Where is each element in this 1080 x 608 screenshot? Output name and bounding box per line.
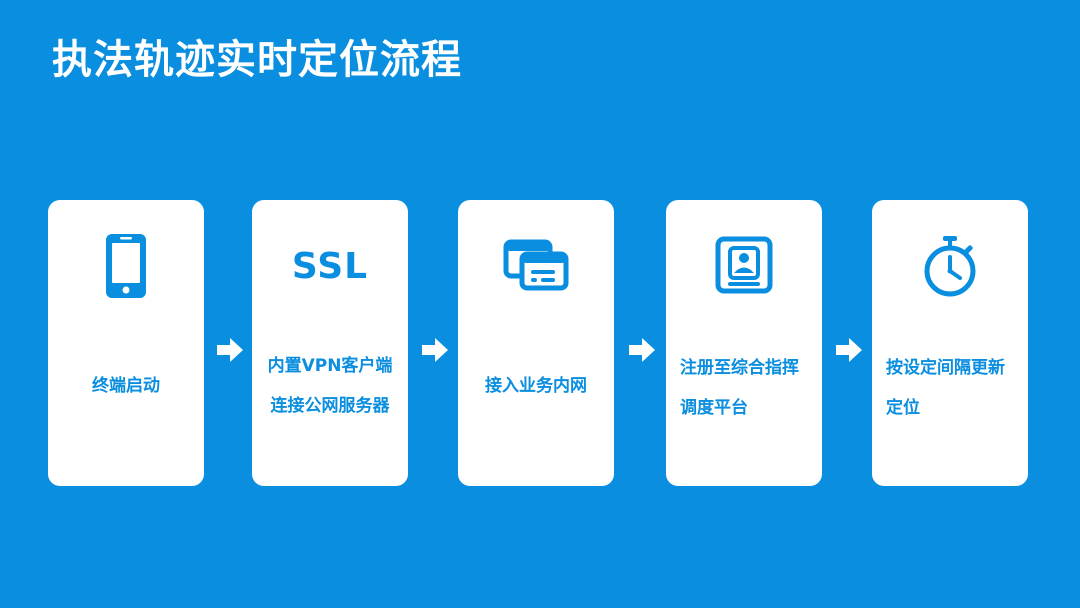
step-card-register-platform: 注册至综合指挥 调度平台 [666,200,822,486]
ssl-icon: SSL [291,245,369,287]
step-label: 按设定间隔更新 定位 [886,358,1005,418]
step-label: 接入业务内网 [485,376,587,396]
arrow-right-icon [836,338,862,362]
step-card-update-location: 按设定间隔更新 定位 [872,200,1028,486]
step-label: 注册至综合指挥 调度平台 [680,358,799,418]
arrow-right-icon [422,338,448,362]
page-title: 执法轨迹实时定位流程 [52,37,462,83]
user-profile-icon [666,232,822,300]
stopwatch-icon [872,232,1028,300]
step-label: 内置VPN客户端 连接公网服务器 [267,356,393,416]
step-card-vpn-connect: SSL 内置VPN客户端 连接公网服务器 [252,200,408,486]
network-windows-icon [458,232,614,300]
smartphone-icon [48,232,204,300]
step-card-intranet-access: 接入业务内网 [458,200,614,486]
arrow-right-icon [629,338,655,362]
step-card-terminal-start: 终端启动 [48,200,204,486]
step-label: 终端启动 [92,376,160,396]
arrow-right-icon [217,338,243,362]
